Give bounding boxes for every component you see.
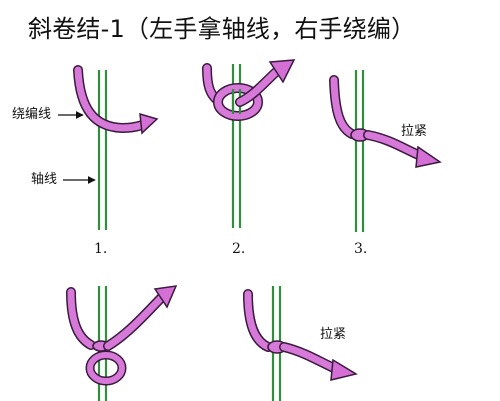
step-3-diagram bbox=[329, 70, 442, 232]
step-1-diagram bbox=[58, 65, 159, 230]
step-number-1: 1. bbox=[94, 241, 108, 257]
pull-tight-label-2: 拉紧 bbox=[320, 327, 347, 342]
step-number-3: 3. bbox=[354, 241, 368, 257]
pull-arrow-1 bbox=[139, 112, 159, 135]
pull-arrow-5 bbox=[330, 358, 358, 381]
pull-arrow-2 bbox=[268, 59, 296, 84]
pull-arrow-3 bbox=[415, 145, 442, 168]
core-cord-3 bbox=[354, 70, 365, 232]
core-cord-1 bbox=[97, 70, 108, 230]
wrapping-cord-label: 绕编线 bbox=[12, 107, 52, 122]
step-4-diagram bbox=[66, 285, 178, 401]
step-2-diagram bbox=[202, 59, 296, 228]
core-cord-label: 轴线 bbox=[31, 172, 58, 187]
pull-tight-label-1: 拉紧 bbox=[401, 124, 428, 139]
wrapping-cord-1 bbox=[73, 65, 150, 134]
step-number-2: 2. bbox=[232, 241, 246, 257]
pull-arrow-4 bbox=[153, 285, 178, 309]
page-title: 斜卷结-1（左手拿轴线，右手绕编） bbox=[28, 15, 416, 43]
step-5-diagram bbox=[243, 286, 358, 401]
